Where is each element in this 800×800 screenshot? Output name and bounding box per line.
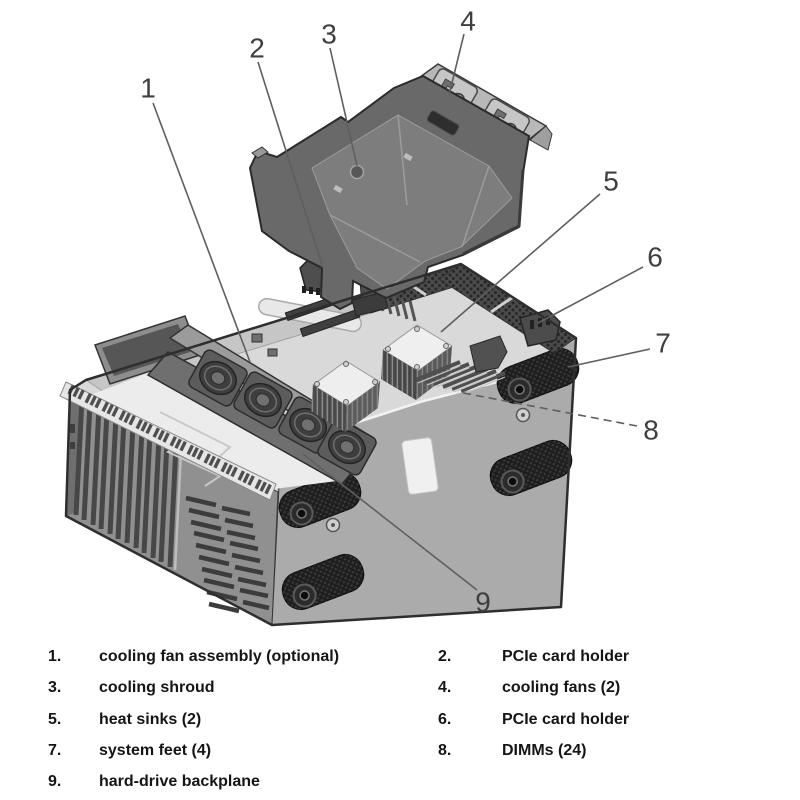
shroud-wing-tab xyxy=(251,146,269,159)
callout-leader-4 xyxy=(448,33,465,96)
legend-item-number: 1. xyxy=(48,647,62,665)
server-illustration: 1 2 3 4 5 6 7 8 9 xyxy=(59,6,671,627)
callout-leader-6 xyxy=(537,266,644,324)
shroud-slot xyxy=(426,110,460,136)
shroud-edge-shadow xyxy=(462,169,525,256)
callout-leader-7 xyxy=(567,348,651,368)
legend-item-label: hard-drive backplane xyxy=(99,773,260,791)
callout-leader-3 xyxy=(329,47,358,167)
callout-number-4: 4 xyxy=(460,6,476,37)
dimms xyxy=(415,360,506,395)
callout-leader-9 xyxy=(302,453,478,591)
system-foot xyxy=(281,553,365,611)
panel-screw-center xyxy=(521,413,525,417)
legend-item-label: DIMMs (24) xyxy=(502,742,587,760)
cooling-fan xyxy=(188,349,248,407)
callout-number-7: 7 xyxy=(655,328,671,359)
legend-item-label: heat sinks (2) xyxy=(99,710,202,728)
callout-leader-2 xyxy=(257,61,324,269)
legend-item-number: 3. xyxy=(48,679,62,697)
service-label xyxy=(401,437,439,495)
legend-item-number: 4. xyxy=(438,679,452,697)
legend-item-number: 8. xyxy=(438,742,452,760)
shroud-mark xyxy=(333,184,343,194)
callout-number-1: 1 xyxy=(140,73,156,104)
chassis xyxy=(59,263,580,626)
front-control-led xyxy=(70,442,75,449)
system-foot xyxy=(496,347,580,405)
callout-leaders xyxy=(152,33,651,591)
drive-bay-divider xyxy=(173,451,183,571)
panel-screw-center xyxy=(331,523,335,527)
legend-item-label: PCIe card holder xyxy=(502,647,630,665)
cooling-fan xyxy=(317,418,377,476)
legend-item-number: 5. xyxy=(48,710,62,728)
callout-number-9: 9 xyxy=(475,587,491,618)
retention-bracket xyxy=(469,335,508,373)
drive-latch-clips xyxy=(67,384,272,495)
shroud-hole xyxy=(349,164,365,180)
callout-leader-8 xyxy=(457,391,638,427)
system-feet xyxy=(278,347,580,611)
shroud-mark xyxy=(403,152,413,162)
legend-item-label: system feet (4) xyxy=(99,742,212,760)
legend-item-number: 6. xyxy=(438,710,452,728)
pcie-card-holder-rear xyxy=(469,309,561,373)
cooling-fan-assembly xyxy=(146,324,377,485)
system-foot xyxy=(278,471,362,529)
heat-sink xyxy=(311,360,381,432)
shroud-contours xyxy=(329,114,490,263)
legend: 1. cooling fan assembly (optional) 2. PC… xyxy=(0,641,800,798)
callout-leader-1 xyxy=(152,102,251,363)
cooling-fan xyxy=(233,371,293,429)
fan-module-cap xyxy=(529,125,553,151)
callout-number-8: 8 xyxy=(643,415,659,446)
callout-numbers: 1 2 3 4 5 6 7 8 9 xyxy=(140,6,671,618)
legend-item-number: 2. xyxy=(438,647,452,665)
callout-leader-5 xyxy=(440,193,601,333)
callout-number-6: 6 xyxy=(647,242,663,273)
floor-front-area xyxy=(88,372,345,490)
legend-item-label: cooling shroud xyxy=(99,679,215,697)
psu-cage-inner xyxy=(102,324,190,376)
legend-item-number: 7. xyxy=(48,742,62,760)
front-control-button xyxy=(70,424,75,433)
drive-bay-slats xyxy=(185,495,270,614)
legend-item-label: cooling fan assembly (optional) xyxy=(99,647,340,665)
callout-number-3: 3 xyxy=(321,19,337,50)
legend-item-number: 9. xyxy=(48,773,62,791)
chassis-outline xyxy=(64,262,578,627)
system-foot xyxy=(489,439,573,497)
legend-item-label: PCIe card holder xyxy=(502,710,630,728)
callout-number-5: 5 xyxy=(603,166,619,197)
cooling-shroud xyxy=(248,74,531,311)
callout-number-2: 2 xyxy=(249,33,265,64)
legend-item-label: cooling fans (2) xyxy=(502,679,621,697)
drive-bay-ribs xyxy=(73,398,179,568)
